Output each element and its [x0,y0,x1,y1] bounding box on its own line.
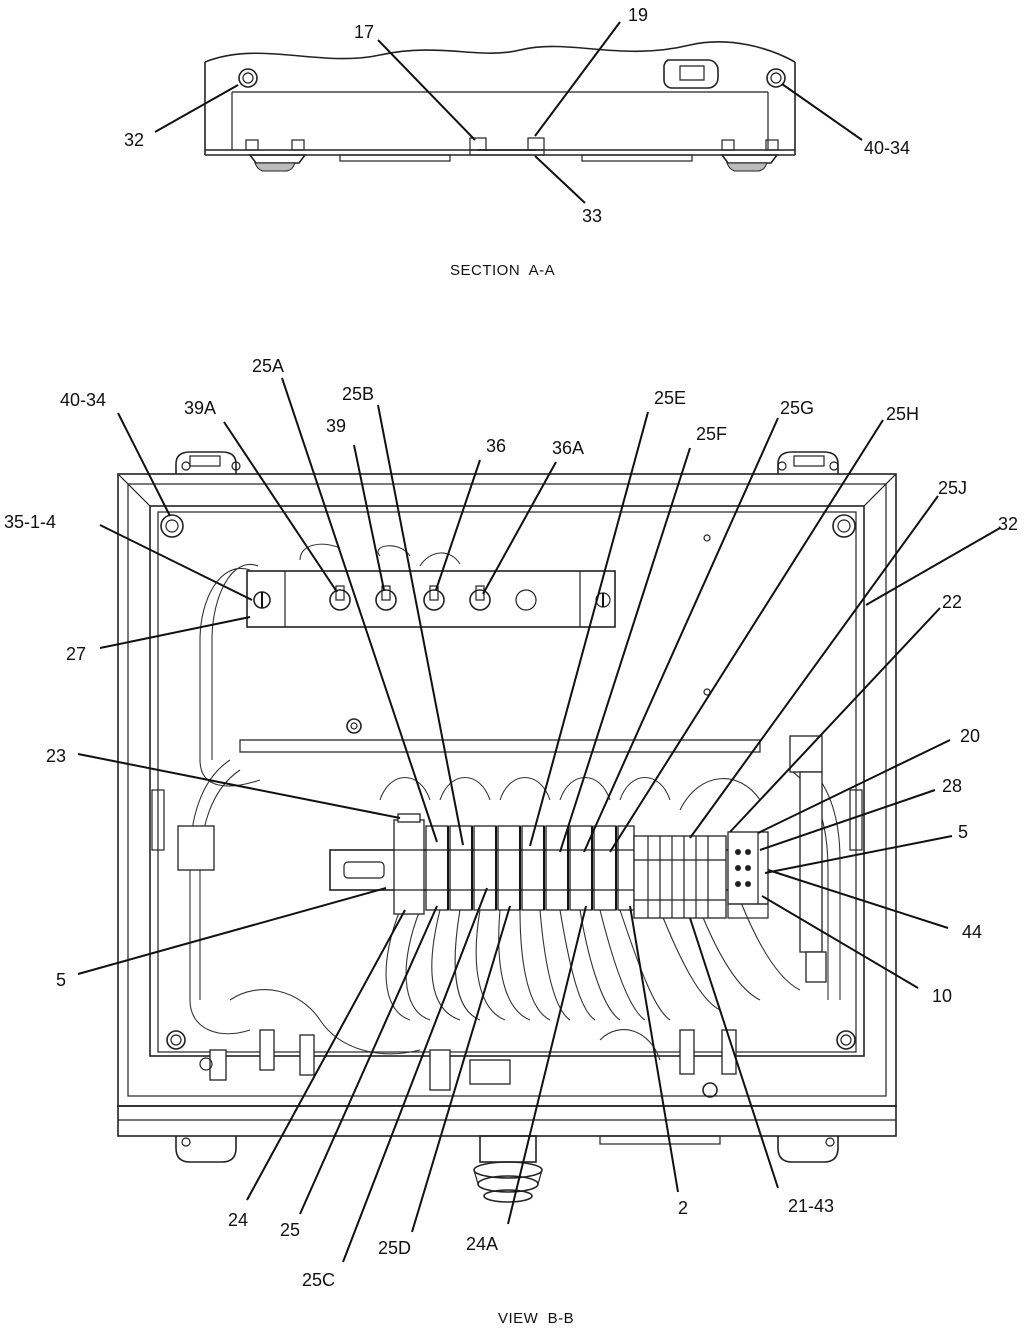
label-vb-25F: 25F [696,424,727,444]
label-vb-44: 44 [962,922,982,942]
leader-sa-32 [154,84,239,133]
label-vb-25C: 25C [302,1270,335,1290]
wiring-harness [177,543,841,1098]
label-vb-25G: 25G [780,398,814,418]
label-vb-39: 39 [326,416,346,436]
label-vb-24A: 24A [466,1234,498,1254]
leader-sa-40-34 [781,83,863,141]
label-vb-40-34: 40-34 [60,390,106,410]
terminal-strip [329,813,769,919]
toggle-switch-36A [469,585,491,611]
section-a-caption: SECTION A-A [450,262,555,279]
label-vb-23: 23 [46,746,66,766]
section-a-foot-right [720,139,779,172]
label-vb-5b: 5 [56,970,66,990]
label-vb-20: 20 [960,726,980,746]
toggle-switch-39 [375,585,397,611]
label-vb-10: 10 [932,986,952,1006]
section-a-housing [204,41,796,172]
label-vb-36: 36 [486,436,506,456]
view-b-caption: VIEW B-B [498,1310,574,1327]
label-sa-19: 19 [628,5,648,25]
label-vb-36A: 36A [552,438,584,458]
label-vb-32: 32 [998,514,1018,534]
leader-sa-19 [534,21,621,137]
label-sa-32: 32 [124,130,144,150]
label-vb-35-1-4: 35-1-4 [4,512,56,532]
view-b-b: 25A 25B 40-34 39A 39 36 36A 25E 25F 25G … [4,356,1018,1327]
terminal-blocks [393,813,769,919]
leader-sa-17 [377,39,476,141]
label-vb-2: 2 [678,1198,688,1218]
panel-hole [515,589,537,611]
label-vb-25B: 25B [342,384,374,404]
bottom-connector [473,1135,543,1203]
section-a-a: 17 19 32 40-34 33 SECTION A-A [124,5,910,279]
switch-panel [246,570,616,628]
label-vb-39A: 39A [184,398,216,418]
toggle-switch-36 [423,585,445,611]
label-vb-22: 22 [942,592,962,612]
label-vb-25E: 25E [654,388,686,408]
label-vb-25: 25 [280,1220,300,1240]
view-b-labels: 25A 25B 40-34 39A 39 36 36A 25E 25F 25G … [4,356,1018,1290]
label-vb-24: 24 [228,1210,248,1230]
label-vb-5a: 5 [958,822,968,842]
label-vb-27: 27 [66,644,86,664]
label-vb-28: 28 [942,776,962,796]
label-sa-33: 33 [582,206,602,226]
label-vb-25J: 25J [938,478,967,498]
label-vb-25A: 25A [252,356,284,376]
label-vb-25H: 25H [886,404,919,424]
toggle-switch-39A [329,585,351,611]
label-sa-17: 17 [354,22,374,42]
leader-lines [77,377,1001,1263]
label-vb-25D: 25D [378,1238,411,1258]
label-sa-40-34: 40-34 [864,138,910,158]
leader-sa-33 [534,155,586,204]
section-a-foot-left [245,139,307,172]
label-vb-21-43: 21-43 [788,1196,834,1216]
enclosure [117,451,897,1203]
